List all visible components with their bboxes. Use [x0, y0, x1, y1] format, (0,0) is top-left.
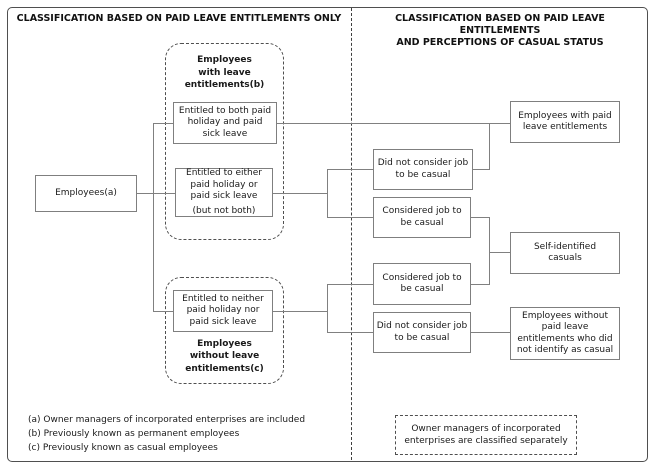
footnote-b: (b) Previously known as permanent employ…: [28, 429, 240, 439]
edge-entitled-neither-out: [273, 311, 327, 312]
edge-considered-bottom-out: [471, 284, 489, 285]
node-did-not-consider-bottom-label: Did not consider job to be casual: [376, 321, 468, 343]
right-section-header: CLASSIFICATION BASED ON PAID LEAVE ENTIT…: [395, 13, 605, 48]
group-without-leave-title: Employees without leave entitlements(c): [185, 338, 264, 374]
edge-trunk-to-entitled-both: [153, 123, 173, 124]
group-with-leave-title: Employees with leave entitlements(b): [184, 55, 265, 90]
footnote-a: (a) Owner managers of incorporated enter…: [28, 415, 306, 425]
left-section-header: CLASSIFICATION BASED ON PAID LEAVE ENTIT…: [16, 13, 342, 24]
node-entitled-both: Entitled to both paid holiday and paid s…: [173, 102, 277, 144]
section-divider-dashed: [351, 8, 352, 460]
edge-to-considered-top: [327, 217, 373, 218]
footnotes: (a) Owner managers of incorporated enter…: [28, 413, 305, 455]
edge-merge-middle-vertical: [489, 217, 490, 285]
node-employees: Employees(a): [35, 175, 137, 212]
node-employees-without-paid: Employees without paid leave entitlement…: [510, 307, 620, 360]
node-did-not-consider-bottom: Did not consider job to be casual: [373, 312, 471, 353]
node-did-not-consider-top: Did not consider job to be casual: [373, 149, 473, 190]
edge-trunk-to-entitled-either: [153, 193, 175, 194]
edge-to-did-not-consider-bottom: [327, 332, 373, 333]
node-entitled-neither-label: Entitled to neither paid holiday nor pai…: [182, 293, 264, 327]
node-considered-bottom-label: Considered job to be casual: [382, 272, 462, 295]
edge-merge-top-vertical: [489, 123, 490, 170]
node-did-not-consider-top-label: Did not consider job to be casual: [377, 158, 469, 180]
edge-did-not-consider-top-out: [473, 169, 489, 170]
node-considered-bottom: Considered job to be casual: [373, 263, 471, 305]
node-self-identified: Self-identified casuals: [510, 232, 620, 274]
node-employees-with-paid: Employees with paid leave entitlements: [510, 101, 620, 143]
edge-to-self-identified: [489, 252, 510, 253]
node-considered-top-label: Considered job to be casual: [382, 206, 462, 228]
edge-employees-to-trunk: [137, 193, 153, 194]
group-with-leave-entitlements: Employees with leave entitlements(b): [165, 43, 284, 240]
node-employees-label: Employees(a): [55, 187, 117, 198]
edge-branch-top-vertical: [327, 169, 328, 218]
node-employees-without-paid-label: Employees without paid leave entitlement…: [516, 310, 614, 356]
edge-entitled-either-out: [273, 193, 327, 194]
edge-branch-bottom-vertical: [327, 284, 328, 333]
edge-trunk-vertical: [153, 123, 154, 312]
node-entitled-either: Entitled to either paid holiday or paid …: [175, 168, 273, 217]
node-entitled-neither: Entitled to neither paid holiday nor pai…: [173, 290, 273, 332]
node-entitled-both-label: Entitled to both paid holiday and paid s…: [178, 105, 272, 139]
owner-managers-note-label: Owner managers of incorporated enterpris…: [404, 424, 568, 446]
owner-managers-note-box: Owner managers of incorporated enterpris…: [395, 415, 577, 455]
group-without-leave-entitlements: Employees without leave entitlements(c): [165, 277, 284, 384]
edge-considered-top-out: [471, 217, 489, 218]
footnote-c: (c) Previously known as casual employees: [28, 443, 218, 453]
node-employees-with-paid-label: Employees with paid leave entitlements: [518, 110, 612, 133]
node-considered-top: Considered job to be casual: [373, 197, 471, 238]
node-entitled-either-label: Entitled to either paid holiday or paid …: [186, 168, 262, 201]
edge-to-employees-without-paid: [471, 332, 510, 333]
edge-entitled-both-to-employees-with-paid: [277, 123, 510, 124]
edge-trunk-to-entitled-neither: [153, 311, 173, 312]
edge-to-did-not-consider-top: [327, 169, 373, 170]
node-self-identified-label: Self-identified casuals: [533, 241, 597, 264]
node-entitled-either-note: (but not both): [192, 205, 256, 216]
edge-to-considered-bottom: [327, 284, 373, 285]
